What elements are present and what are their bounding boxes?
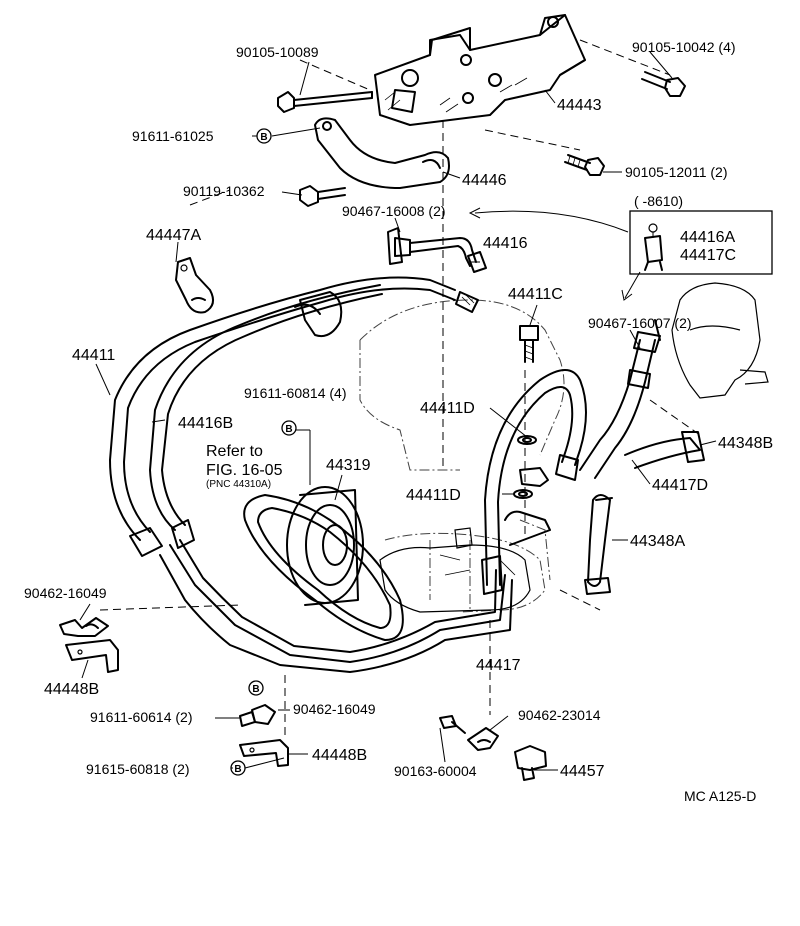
- label-90119-10362: 90119-10362: [183, 183, 265, 199]
- bracket-44448B-center: [239, 739, 308, 767]
- label-44411D-top: 44411D: [420, 400, 475, 417]
- svg-text:B: B: [285, 424, 292, 435]
- label-44443: 44443: [557, 97, 602, 114]
- bolt-90163-60004: [439, 715, 466, 763]
- clamp-44447A: [175, 241, 215, 314]
- label-44319: 44319: [326, 457, 371, 474]
- clamp-90462-16049-center: [239, 704, 290, 727]
- label-91611-61025: 91611-61025: [132, 128, 214, 144]
- marker-b-1: B: [256, 128, 272, 144]
- label-44411: 44411: [72, 347, 115, 364]
- clamp-44457: [514, 745, 558, 781]
- belt: [243, 494, 404, 641]
- label-44448B-center: 44448B: [312, 747, 367, 764]
- reservoir: [671, 282, 769, 399]
- label-90163-60004: 90163-60004: [394, 763, 477, 779]
- clamp-90462-16049-left: [59, 603, 109, 637]
- hose-44416: [387, 217, 487, 273]
- label-44417: 44417: [476, 657, 521, 674]
- label-90105-10042: 90105-10042 (4): [632, 39, 736, 55]
- arrowhead-2: [621, 289, 633, 301]
- dashed-guides: [99, 39, 701, 740]
- label-44416B: 44416B: [178, 415, 233, 432]
- label-90462-23014: 90462-23014: [518, 707, 601, 723]
- label-44446: 44446: [462, 172, 507, 189]
- range-label: ( -8610): [634, 193, 683, 209]
- leaders-misc: [95, 261, 717, 541]
- leader-91615-b: [244, 757, 285, 769]
- label-90462-16049-center: 90462-16049: [293, 701, 376, 717]
- label-44417C: 44417C: [680, 247, 736, 264]
- bracket-44448B-left: [65, 639, 119, 679]
- svg-text:B: B: [260, 132, 267, 143]
- arrow-range-to-90467: [474, 210, 629, 233]
- reference-line-2: FIG. 16-05: [206, 462, 283, 479]
- label-44447A: 44447A: [146, 227, 201, 244]
- clamp-90462-23014: [467, 715, 509, 751]
- bracket-44446: [314, 117, 450, 189]
- tube-bottom: [159, 539, 513, 673]
- label-44416: 44416: [483, 235, 528, 252]
- marker-b-4: B: [230, 760, 246, 776]
- label-90105-12011: 90105-12011 (2): [625, 164, 727, 180]
- label-44411C: 44411C: [508, 286, 563, 303]
- svg-text:B: B: [234, 764, 241, 775]
- label-91611-60614: 91611-60614 (2): [90, 709, 192, 725]
- label-90105-10089: 90105-10089: [236, 44, 319, 60]
- diagram-code: MC A125-D: [684, 788, 756, 804]
- range-box: [629, 210, 773, 275]
- label-44448B-left: 44448B: [44, 681, 99, 698]
- hose-44348A: [584, 494, 613, 595]
- label-44348A: 44348A: [630, 533, 685, 550]
- arrowhead-1: [468, 207, 481, 219]
- reference-line-3: (PNC 44310A): [206, 479, 271, 490]
- hose-44416B: [149, 284, 383, 549]
- label-44348B: 44348B: [718, 435, 773, 452]
- svg-text:B: B: [252, 684, 259, 695]
- arrow-range-to-90467-16007: [624, 271, 641, 299]
- bolt-44411C: [519, 325, 539, 363]
- label-91615-60818: 91615-60818 (2): [86, 761, 190, 777]
- label-90467-16008: 90467-16008 (2): [342, 203, 446, 219]
- washers-44411D: [489, 407, 549, 499]
- label-91611-60814: 91611-60814 (4): [244, 385, 346, 401]
- label-44457: 44457: [560, 763, 605, 780]
- pulley-44319: [286, 474, 364, 606]
- label-44417D: 44417D: [652, 477, 708, 494]
- reference-line-1: Refer to: [206, 443, 263, 460]
- marker-b-3: B: [248, 680, 264, 696]
- label-44411D-mid: 44411D: [406, 487, 461, 504]
- marker-b-2: B: [281, 420, 297, 436]
- pump-body: [379, 527, 531, 613]
- label-90467-16007: 90467-16007 (2): [588, 315, 692, 331]
- bolts-top: [277, 71, 686, 207]
- bracket-44443: [374, 14, 586, 126]
- hose-44417D: [579, 319, 705, 479]
- label-90462-16049-left: 90462-16049: [24, 585, 107, 601]
- label-44416A: 44416A: [680, 229, 735, 246]
- hose-44411: [109, 276, 479, 557]
- hose-44417: [481, 369, 587, 595]
